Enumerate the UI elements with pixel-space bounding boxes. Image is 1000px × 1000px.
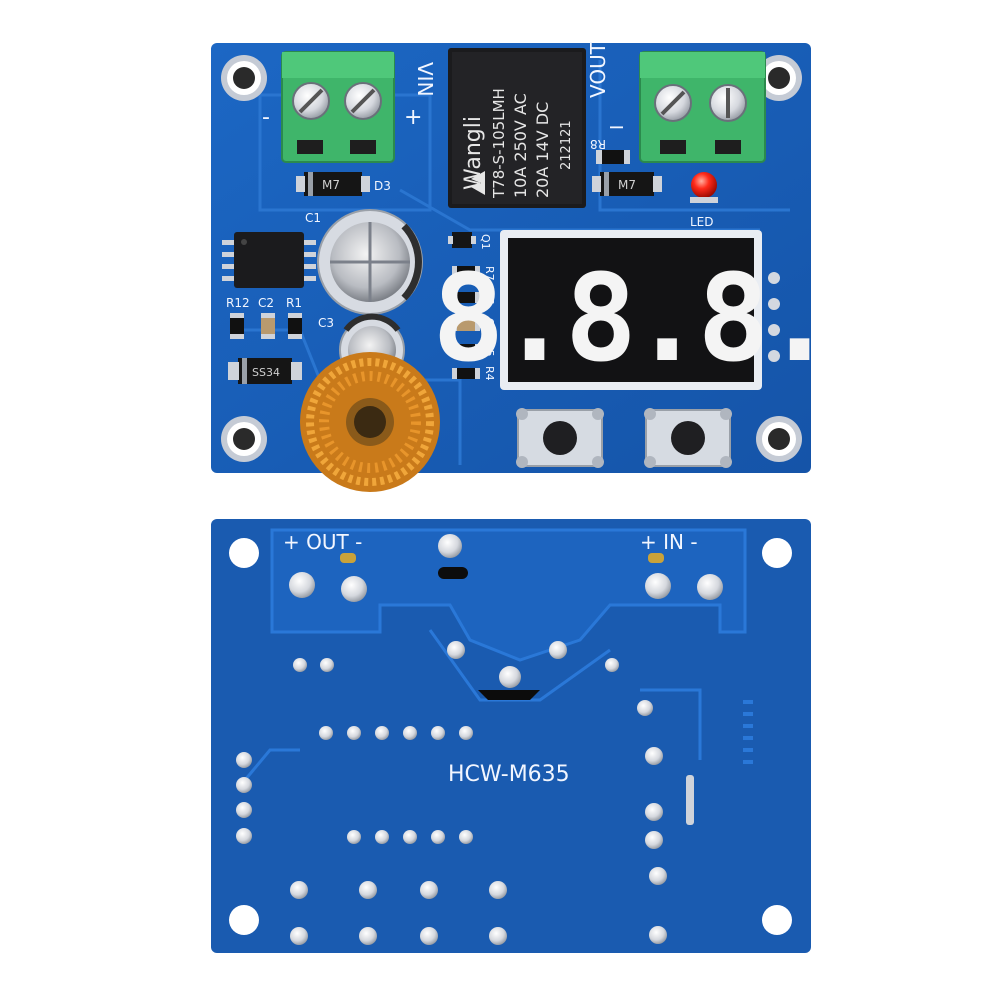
relay-model: T78-S-105LMH [490,88,508,199]
via-4 [637,700,653,716]
left-pad-column [236,752,252,844]
diode-d3: M7 [296,172,370,196]
display-readout: 8.8.8. [432,250,829,389]
top-mount-hole-tl [221,55,267,101]
vout-label: VOUT [586,41,610,98]
vin-label: VIN [413,62,437,97]
smd-pad-vertical [686,775,694,825]
relay-pad-right [549,641,567,659]
r4-label: R4 [483,366,496,381]
board-model-label: HCW-M635 [448,762,570,787]
tact-button-right[interactable] [644,408,732,468]
relay-logo-icon [471,171,485,195]
out-terminal-pads [289,553,367,602]
bottom-trace-c [243,748,300,781]
smd-marks [743,700,753,764]
top-mount-hole-tr [756,55,802,101]
c3-label: C3 [318,316,334,330]
top-mount-hole-bl [221,416,267,462]
r4-resistor [452,368,480,379]
via-1 [293,658,307,672]
relay-rating-ac: 10A 250V AC [511,93,530,198]
bottom-mount-hole-br [762,905,792,935]
q1-label: Q1 [479,234,492,250]
r12-label: R12 [226,296,250,310]
bottom-trace-b [640,688,702,760]
r7-resistor [452,266,480,277]
seven-segment-display: 8.8.8. [432,230,836,390]
led-label: LED [690,215,714,229]
schottky-diode: SS34 [228,358,302,384]
relay-code: 212121 [559,120,574,170]
r5-resistor [452,344,480,355]
via-3 [605,658,619,672]
r8-resistor [596,150,630,164]
relay: Wangli T78-S-105LMH 10A 250V AC 20A 14V … [448,48,586,208]
right-pad-column [645,747,667,944]
top-mount-hole-br [756,416,802,462]
relay-rating-dc: 20A 14V DC [533,102,552,198]
svg-text:SS34: SS34 [252,366,280,379]
relay-bottom-slot [478,690,540,700]
vout-marker: I [607,125,628,130]
r1-resistor [288,313,302,339]
tact-button-left[interactable] [516,408,604,468]
c2-label: C2 [258,296,274,310]
relay-slot [438,567,468,579]
bottom-board: + OUT - + IN - HCW-M635 [211,519,811,953]
r6-resistor [452,292,480,303]
r5-label: R5 [483,342,496,357]
c8-label: C8 [483,318,496,333]
r12-resistor [230,313,244,339]
c1-label: C1 [305,211,321,225]
vin-minus-label: - [262,105,270,130]
bottom-mount-hole-tl [229,538,259,568]
svg-text:M7: M7 [618,178,636,192]
vout-screw-terminal[interactable] [639,51,766,163]
r8-label: R8 [590,137,606,151]
out-label: + OUT - [283,530,362,554]
r7-label: R7 [483,266,496,281]
vin-plus-label: + [404,105,422,130]
r1-label: R1 [286,296,302,310]
ic-pad-row-lower [347,830,473,844]
relay-pad-left [447,641,465,659]
svg-text:M7: M7 [322,178,340,192]
display-pins [768,272,780,362]
via-2 [320,658,334,672]
ic-pad-row-upper [319,726,473,740]
diode-right: M7 [592,172,662,196]
top-trace-2 [598,60,790,212]
in-label: + IN - [640,530,698,554]
vin-screw-terminal[interactable] [281,51,395,163]
in-terminal-pads [645,553,723,600]
bottom-mount-hole-bl [229,905,259,935]
c2-capacitor-smd [261,313,275,339]
relay-center-pad [438,534,462,558]
r6-label: R6 [483,290,496,305]
bottom-mount-hole-tr [762,538,792,568]
status-led [690,172,718,203]
top-board: - + VIN Wangli T78-S-105LMH 10A 250V AC … [211,41,836,492]
c1-capacitor [317,209,423,315]
relay-pad-lower [499,666,521,688]
q1-transistor [448,232,476,248]
d3-label: D3 [374,179,391,193]
bottom-large-pads [290,881,507,945]
toroid-inductor [300,352,440,492]
c8-capacitor-smd [452,320,480,331]
ic-chip [222,232,316,288]
